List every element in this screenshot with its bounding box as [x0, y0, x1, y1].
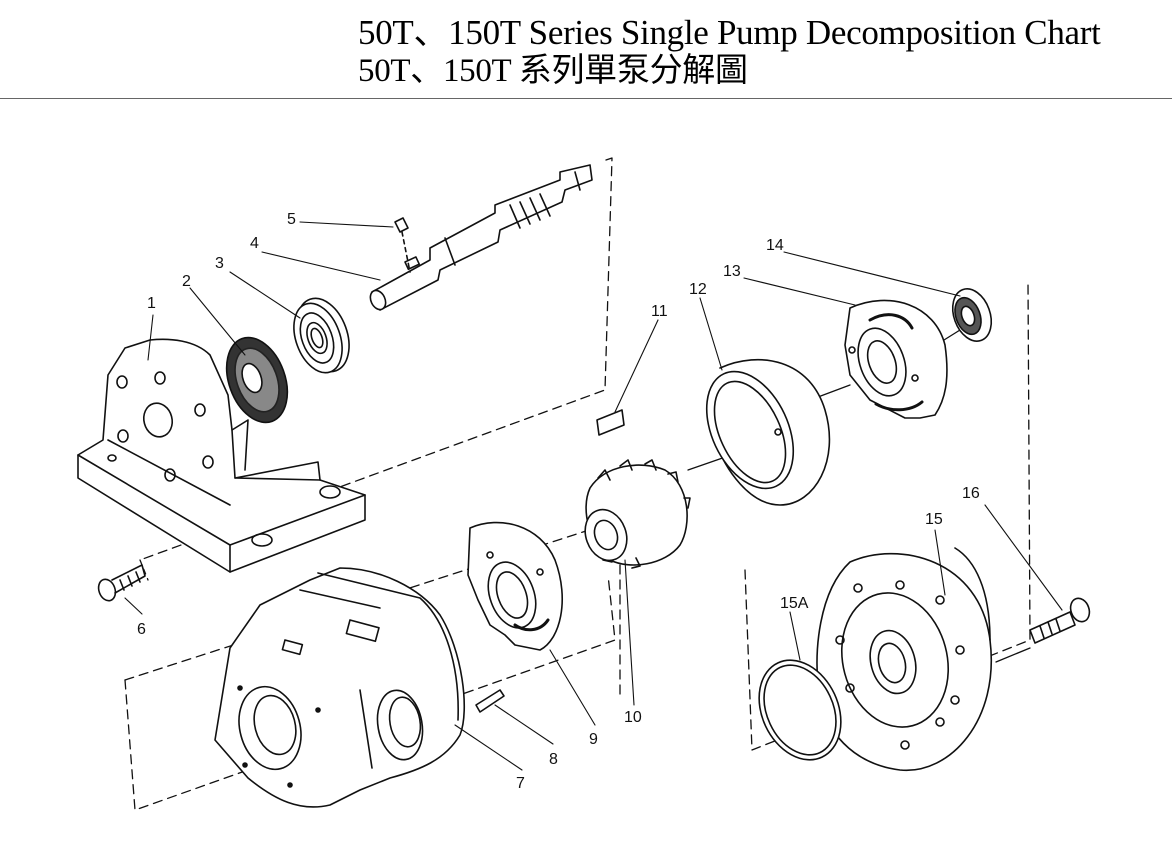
part-8-pin: [475, 689, 505, 713]
part-1-mounting-bracket: [77, 338, 366, 573]
part-3-bearing: [293, 297, 350, 374]
header-divider: [0, 98, 1172, 99]
callout-8: 8: [549, 751, 558, 768]
callout-labels: 1 2 3 4 5 6 7 8 9 10 11 12 13 14 15 15A …: [137, 211, 980, 792]
part-11-vane: [596, 409, 625, 436]
part-15-end-cover: [816, 547, 993, 772]
title-english: 50T、150T Series Single Pump Decompositio…: [358, 13, 1101, 52]
part-7-pump-body: [214, 567, 465, 808]
part-6-screw: [97, 564, 146, 602]
callout-11: 11: [651, 303, 668, 320]
callout-6: 6: [137, 621, 146, 638]
part-14-bearing: [951, 288, 993, 342]
callout-5: 5: [287, 211, 296, 228]
callout-4: 4: [250, 235, 259, 252]
part-9-side-plate: [467, 521, 563, 651]
part-13-pressure-plate: [844, 299, 948, 419]
callout-10: 10: [624, 709, 642, 726]
callout-12: 12: [689, 281, 707, 298]
callout-15a: 15A: [780, 595, 809, 612]
part-4-shaft: [369, 164, 593, 311]
leader-lines: [124, 221, 1063, 771]
callout-15: 15: [925, 511, 943, 528]
title-block: 50T、150T Series Single Pump Decompositio…: [358, 14, 1101, 90]
callout-14: 14: [766, 237, 784, 254]
part-16-bolt: [1029, 597, 1091, 644]
callout-7: 7: [516, 775, 525, 792]
callout-16: 16: [962, 485, 980, 502]
part-15a-gasket: [758, 659, 842, 761]
title-chinese: 50T、150T 系列單泵分解圖: [358, 53, 748, 89]
callout-9: 9: [589, 731, 598, 748]
callout-13: 13: [723, 263, 741, 280]
part-10-rotor: [584, 459, 691, 569]
callout-2: 2: [182, 273, 191, 290]
callout-3: 3: [215, 255, 224, 272]
callout-1: 1: [147, 295, 156, 312]
part-12-cam-ring: [705, 358, 831, 506]
part-5-key: [394, 217, 411, 273]
part-2-oil-seal: [225, 336, 289, 424]
